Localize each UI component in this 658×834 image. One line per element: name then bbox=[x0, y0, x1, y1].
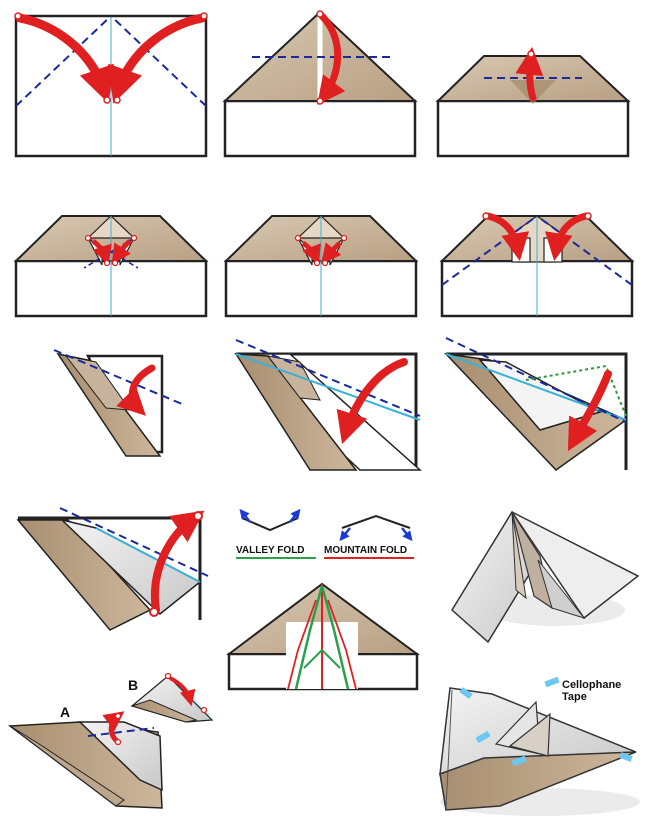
mountain-fold-symbol bbox=[342, 516, 410, 538]
step-9 bbox=[446, 338, 626, 470]
fold-legend: VALLEY FOLD MOUNTAIN FOLD bbox=[236, 512, 414, 558]
step-13: A B bbox=[10, 674, 212, 809]
tape-legend-swatch bbox=[544, 677, 559, 687]
step-10 bbox=[18, 508, 208, 630]
valley-fold-label: VALLEY FOLD bbox=[236, 545, 305, 556]
label-b: B bbox=[128, 677, 138, 693]
step-6 bbox=[442, 213, 632, 316]
cellophane-label: Cellophane bbox=[562, 679, 621, 691]
step-8 bbox=[236, 340, 420, 470]
step-12 bbox=[452, 512, 638, 642]
step-4 bbox=[16, 216, 206, 316]
cellophane-tape-legend: Cellophane Tape bbox=[544, 677, 621, 703]
mountain-fold-label: MOUNTAIN FOLD bbox=[324, 545, 407, 556]
valley-fold-symbol bbox=[242, 512, 298, 530]
step-3 bbox=[438, 51, 628, 156]
step-5 bbox=[226, 216, 416, 316]
tape-label: Tape bbox=[562, 691, 587, 703]
step-7 bbox=[54, 350, 182, 456]
step-2 bbox=[225, 11, 415, 156]
step-1 bbox=[15, 13, 207, 156]
step-14: Cellophane Tape bbox=[440, 677, 640, 816]
label-a: A bbox=[60, 704, 70, 720]
step-11 bbox=[229, 584, 417, 689]
